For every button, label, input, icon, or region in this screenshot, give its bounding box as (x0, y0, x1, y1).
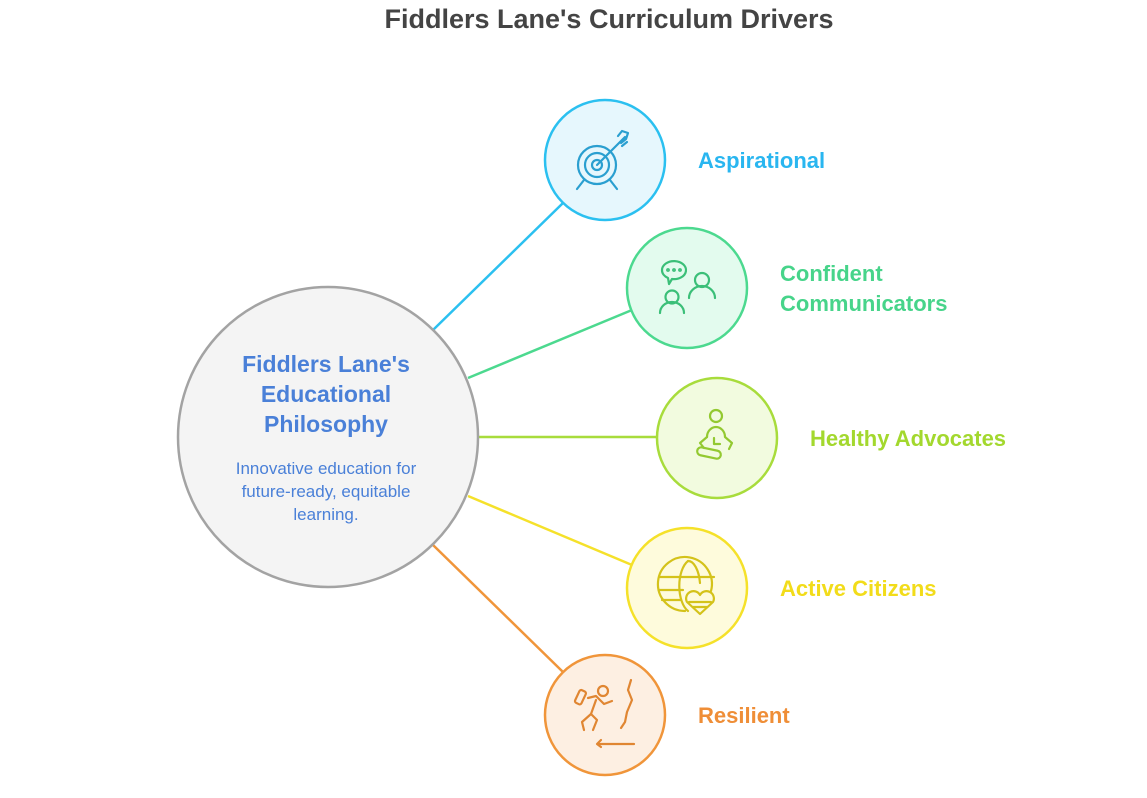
driver-label: Active Citizens (780, 576, 937, 601)
people-chat-icon (658, 260, 717, 315)
central-description-line: Innovative education for (236, 459, 417, 478)
driver-label: Resilient (698, 703, 790, 728)
central-title-line: Philosophy (264, 411, 388, 437)
central-circle (176, 285, 480, 589)
connector-confident-communicators (467, 308, 633, 380)
driver-circle (543, 98, 667, 222)
driver-label: Communicators (780, 291, 947, 316)
driver-label: Aspirational (698, 148, 825, 173)
driver-circle (543, 653, 667, 777)
connector-resilient (432, 544, 564, 673)
diagram-title: Fiddlers Lane's Curriculum Drivers (384, 4, 833, 34)
driver-confident-communicators: Confident Communicators (625, 226, 947, 350)
climber-icon (573, 678, 636, 749)
driver-healthy-advocates: Healthy Advocates (655, 376, 1006, 500)
driver-active-citizens: Active Citizens (625, 526, 937, 650)
connector-aspirational (432, 202, 564, 331)
driver-resilient: Resilient (543, 653, 790, 777)
globe-heart-icon (656, 555, 716, 616)
central-description-line: future-ready, equitable (242, 482, 411, 501)
central-node: Fiddlers Lane's Educational Philosophy I… (176, 285, 480, 589)
meditation-icon (696, 408, 734, 460)
target-arrow-icon (575, 129, 630, 191)
connector-active-citizens (467, 494, 633, 567)
central-title-line: Fiddlers Lane's (242, 351, 410, 377)
driver-circle (655, 376, 779, 500)
driver-aspirational: Aspirational (543, 98, 825, 222)
driver-label: Confident (780, 261, 883, 286)
central-description-line: learning. (293, 505, 358, 524)
driver-label: Healthy Advocates (810, 426, 1006, 451)
driver-circle (625, 526, 749, 650)
central-title-line: Educational (261, 381, 391, 407)
connectors (432, 202, 657, 673)
driver-circle (625, 226, 749, 350)
